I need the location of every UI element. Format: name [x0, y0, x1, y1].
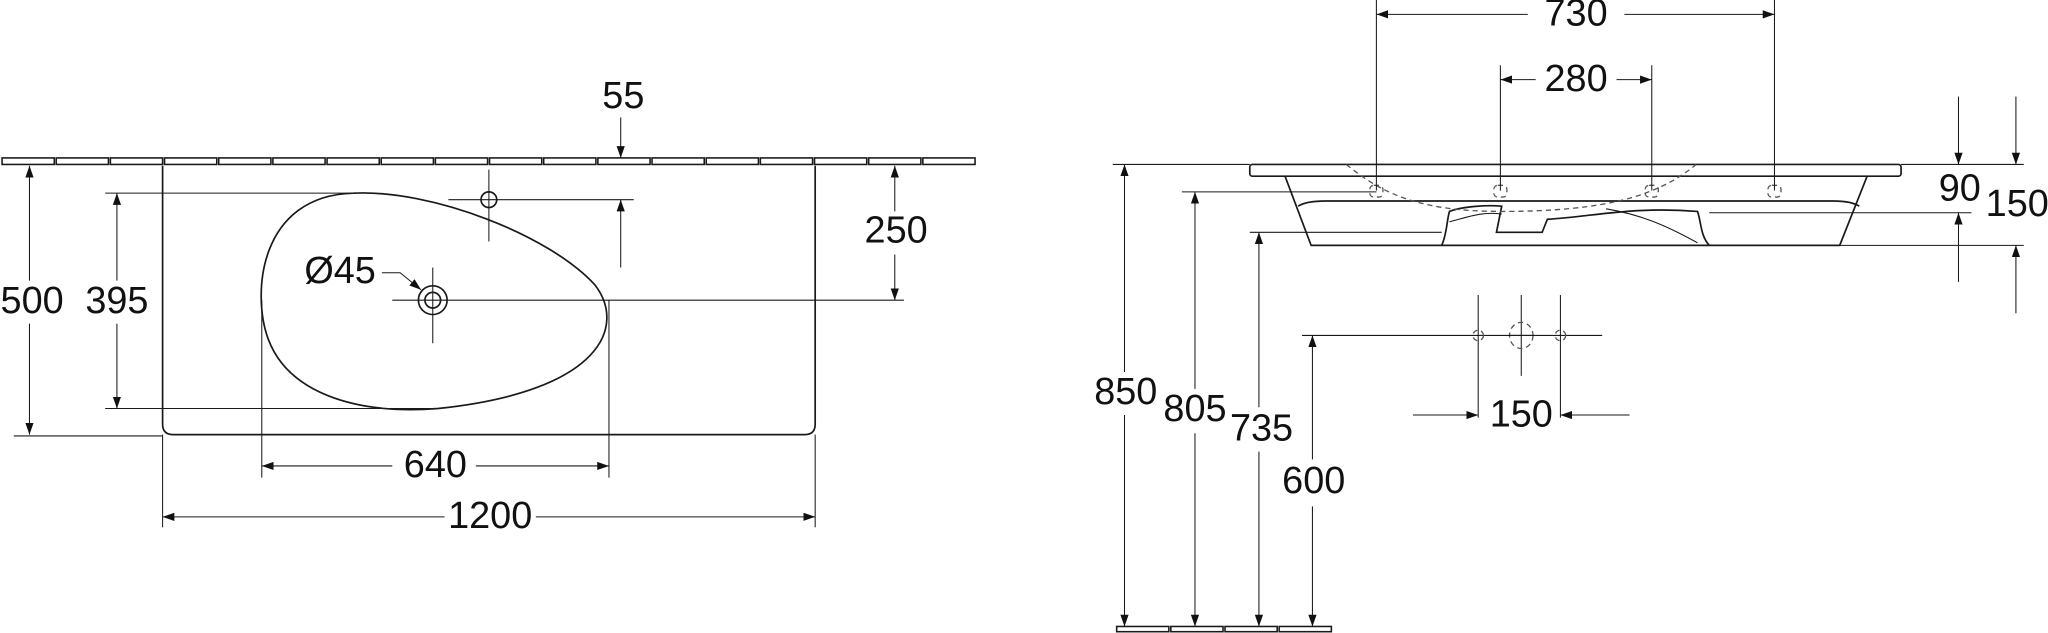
hatch-plate — [542, 157, 597, 166]
dim-diameter-45: Ø45 — [304, 250, 376, 292]
dim-500: 500 — [1, 280, 64, 322]
basin-body — [1284, 175, 1868, 247]
hatch-plate — [55, 157, 110, 166]
overflow-holes — [1369, 184, 1782, 198]
connection-points — [1472, 294, 1567, 418]
hatch-plate — [922, 157, 976, 166]
dim-55: 55 — [602, 75, 644, 117]
basin-outline — [161, 165, 817, 436]
dim-280: 280 — [1545, 58, 1608, 100]
hatch-plate — [326, 157, 381, 166]
dim-730: 730 — [1545, 0, 1608, 35]
bowl-section — [1440, 204, 1710, 246]
dim-150-supply: 150 — [1490, 393, 1553, 435]
dim-805: 805 — [1163, 388, 1226, 430]
dim-395: 395 — [85, 280, 148, 322]
bowl-outline — [260, 192, 608, 411]
hatch-plate — [705, 157, 760, 166]
hatch-plate — [1170, 625, 1224, 633]
hatch-plate — [380, 157, 435, 166]
hatch-plate — [651, 157, 706, 166]
bowl-hidden-outline — [1345, 163, 1697, 213]
hatch-plate — [272, 157, 326, 166]
dim-150-height: 150 — [1986, 183, 2048, 225]
hatch-plate — [217, 157, 272, 166]
countertop-slab — [1248, 163, 1902, 178]
wall-hatch — [1, 157, 976, 166]
dim-735: 735 — [1230, 408, 1293, 450]
dim-1200: 1200 — [448, 495, 532, 537]
hatch-plate — [488, 157, 543, 166]
dim-90: 90 — [1939, 168, 1981, 210]
hatch-plate — [109, 157, 164, 166]
hatch-plate — [1, 157, 56, 166]
hatch-plate — [867, 157, 922, 166]
floor-hatch — [1115, 625, 1333, 633]
hatch-plate — [759, 157, 814, 166]
hatch-plate — [1115, 625, 1170, 633]
side-view: 730 280 90 150 850 805 735 600 150 — [1094, 0, 2048, 633]
hatch-plate — [163, 157, 218, 166]
dim-250: 250 — [865, 209, 928, 251]
hatch-plate — [434, 157, 489, 166]
top-view: 500 395 55 250 Ø45 640 1200 — [1, 75, 976, 537]
dim-850: 850 — [1094, 371, 1157, 413]
hatch-plate — [1224, 625, 1278, 633]
dim-640: 640 — [404, 444, 467, 486]
hatch-plate — [597, 157, 651, 166]
hatch-plate — [1278, 625, 1333, 633]
basin-inner-step — [1297, 200, 1860, 207]
dim-600: 600 — [1282, 460, 1345, 502]
hatch-plate — [813, 157, 868, 166]
